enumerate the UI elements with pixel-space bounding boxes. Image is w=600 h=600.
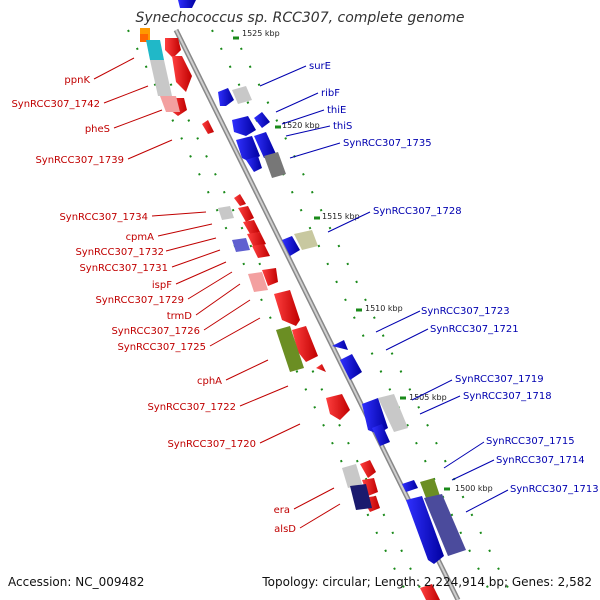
gene-arrow: [178, 0, 196, 8]
gene-arrow: [262, 268, 278, 286]
gene-label: alsD: [274, 524, 296, 535]
gene-arrow: [292, 326, 318, 362]
gene-label: SynRCC307_1719: [455, 374, 544, 385]
gene-label: thiS: [333, 121, 352, 132]
kbp-scale: 1525 kbp 1520 kbp 1515 kbp 1510 kbp 1505…: [233, 29, 493, 493]
gene-label: SynRCC307_1721: [430, 324, 519, 335]
forward-strand-blocks: [232, 86, 466, 556]
gene-label: SynRCC307_1732: [75, 247, 164, 258]
kbp-label: 1520 kbp: [282, 121, 320, 130]
kbp-label: 1500 kbp: [455, 484, 493, 493]
gene-label: SynRCC307_1715: [486, 436, 575, 447]
kbp-label: 1510 kbp: [365, 304, 403, 313]
reverse-strand-blocks: [140, 28, 372, 510]
gene-label: era: [274, 505, 290, 516]
gene-label: SynRCC307_1742: [11, 99, 100, 110]
gene-label: SynRCC307_1729: [95, 295, 184, 306]
gene-label: SynRCC307_1726: [111, 326, 200, 337]
gene-arrow: [372, 424, 390, 446]
gene-arrow: [402, 480, 418, 492]
gene-arrow: [165, 38, 181, 58]
gene-arrow: [420, 584, 440, 600]
gene-arrow: [246, 156, 262, 172]
kbp-label: 1505 kbp: [409, 393, 447, 402]
gene-arrow: [406, 496, 444, 564]
gene-label: SynRCC307_1714: [496, 455, 585, 466]
gene-label: surE: [309, 61, 331, 72]
gene-label: SynRCC307_1731: [79, 263, 168, 274]
gene-arrow: [360, 460, 376, 478]
gene-label: SynRCC307_1713: [510, 484, 599, 495]
gene-arrow: [282, 236, 300, 256]
gene-arrow: [172, 56, 192, 92]
gene-label: SynRCC307_1718: [463, 391, 552, 402]
gene-label: thiE: [327, 105, 346, 116]
gene-label: ribF: [321, 88, 340, 99]
map-title: Synechococcus sp. RCC307, complete genom…: [135, 10, 465, 26]
gene-arrow: [332, 340, 348, 350]
gene-arrow: [274, 290, 300, 326]
gene-arrow: [326, 394, 350, 420]
forward-strand-genes: [178, 0, 444, 564]
gene-arrow: [254, 112, 270, 128]
gene-arrow: [236, 136, 260, 162]
gene-label: cphA: [197, 376, 222, 387]
gene-arrow: [252, 244, 270, 258]
gene-arrow: [243, 220, 260, 234]
gene-arrow: [316, 364, 326, 372]
reverse-gene-labels: ppnK SynRCC307_1742 pheS SynRCC307_1739 …: [11, 75, 296, 535]
label-leaders: [93, 57, 509, 529]
gene-arrow: [202, 120, 214, 134]
gene-arrow: [254, 132, 276, 158]
gene-label: pheS: [85, 124, 110, 135]
gene-label: SynRCC307_1728: [373, 206, 462, 217]
gene-label: cpmA: [126, 232, 155, 243]
gene-label: ispF: [152, 280, 172, 291]
gene-label: SynRCC307_1735: [343, 138, 432, 149]
gene-label: SynRCC307_1739: [35, 155, 124, 166]
gene-arrow: [238, 206, 254, 222]
gene-label: SynRCC307_1722: [147, 402, 236, 413]
gene-arrow: [232, 116, 256, 136]
kbp-label: 1515 kbp: [322, 212, 360, 221]
gene-arrow: [218, 88, 234, 106]
genome-summary-text: Topology: circular; Length: 2,224,914 bp…: [262, 575, 592, 589]
gene-arrow: [247, 232, 266, 248]
accession-text: Accession: NC_009482: [8, 575, 145, 589]
gene-label: trmD: [167, 311, 193, 322]
gene-label: SynRCC307_1720: [167, 439, 256, 450]
gene-label: SynRCC307_1723: [421, 306, 510, 317]
kbp-label: 1525 kbp: [242, 29, 280, 38]
gene-arrow: [362, 478, 378, 496]
gene-label: SynRCC307_1734: [59, 212, 148, 223]
gene-arrow: [234, 194, 246, 206]
gene-label: SynRCC307_1725: [117, 342, 206, 353]
forward-gene-labels: surE ribF thiE thiS SynRCC307_1735 SynRC…: [309, 61, 599, 495]
gene-arrow: [340, 354, 362, 380]
gene-label: ppnK: [64, 75, 90, 86]
